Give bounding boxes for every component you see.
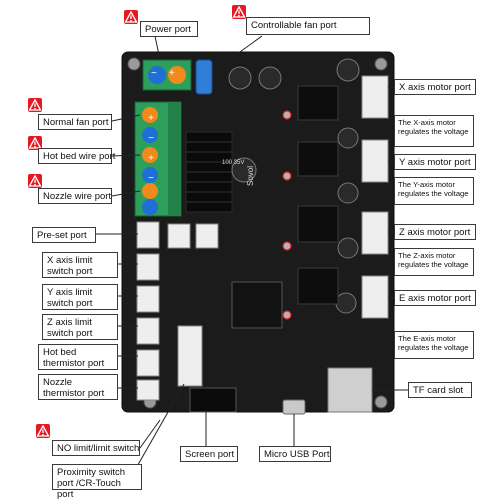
- nozzle-thermistor-port-label: Nozzle thermistor port: [38, 374, 118, 400]
- fuse: [195, 59, 213, 95]
- y-motor-note: The Y-axis motor regulates the voltage: [394, 177, 474, 205]
- mounting-hole: [374, 57, 388, 71]
- warning-icon: [28, 98, 42, 112]
- z-motor-note: The Z-axis motor regulates the voltage: [394, 248, 474, 276]
- normal-fan-port-label: Normal fan port: [38, 114, 112, 130]
- controllable-fan-port-label: Controllable fan port: [246, 17, 370, 35]
- potentiometers: [282, 110, 292, 320]
- x-motor-note: The X-axis motor regulates the voltage: [394, 115, 474, 147]
- e-axis-motor-port-label: E axis motor port: [394, 290, 476, 306]
- power-terminal-marks: −+: [151, 68, 175, 79]
- motor-connectors: [361, 75, 389, 319]
- no-limit-switch-label: NO limit/limit switch: [52, 440, 140, 456]
- terminal-marks: + − + −: [148, 113, 154, 184]
- warning-icon: [36, 424, 50, 438]
- z-axis-motor-port-label: Z axis motor port: [394, 224, 476, 240]
- micro-usb-port-label: Micro USB Port: [259, 446, 331, 462]
- driver-marking-text: 100 35V: [222, 160, 245, 166]
- y-axis-motor-port-label: Y axis motor port: [394, 154, 476, 170]
- mounting-hole: [374, 395, 388, 409]
- screen-header: [189, 387, 237, 413]
- terminal-screws: [142, 107, 158, 215]
- terminal-side: [168, 102, 181, 216]
- tf-card-slot: [327, 367, 373, 413]
- x-axis-motor-port-label: X axis motor port: [394, 79, 476, 95]
- screen-port-label: Screen port: [180, 446, 238, 462]
- z-axis-limit-switch-port-label: Z axis limit switch port: [42, 314, 118, 340]
- power-port-label: Power port: [140, 21, 198, 37]
- motor-drivers: [297, 85, 339, 305]
- nozzle-wire-port-label: Nozzle wire port: [38, 188, 112, 204]
- capacitors: [228, 58, 360, 314]
- mounting-hole: [127, 57, 141, 71]
- y-axis-limit-switch-port-label: Y axis limit switch port: [42, 284, 118, 310]
- e-motor-note: The E-axis motor regulates the voltage: [394, 331, 474, 359]
- hot-bed-thermistor-port-label: Hot bed thermistor port: [38, 344, 118, 370]
- terminal-screw-orange: [168, 66, 186, 84]
- hot-bed-wire-port-label: Hot bed wire port: [38, 148, 115, 164]
- tf-card-slot-label: TF card slot: [408, 382, 472, 398]
- board-brand-text: Sovol: [246, 165, 255, 186]
- leader-lines: [96, 35, 408, 471]
- terminal-screw-blue: [148, 66, 166, 84]
- proximity-switch-port-label: Proximity switch port /CR-Touch port: [52, 464, 142, 500]
- usb-port: [282, 399, 306, 415]
- warning-icon: [124, 10, 138, 24]
- warning-icon: [232, 5, 246, 19]
- heatsink: [185, 131, 233, 213]
- x-axis-limit-switch-port-label: X axis limit switch port: [42, 252, 118, 278]
- pre-set-port-label: Pre-set port: [32, 227, 96, 243]
- mcu-chip: [231, 281, 283, 329]
- left-connectors: [136, 221, 219, 401]
- warning-icon: [28, 174, 42, 188]
- warning-icon: [28, 136, 42, 150]
